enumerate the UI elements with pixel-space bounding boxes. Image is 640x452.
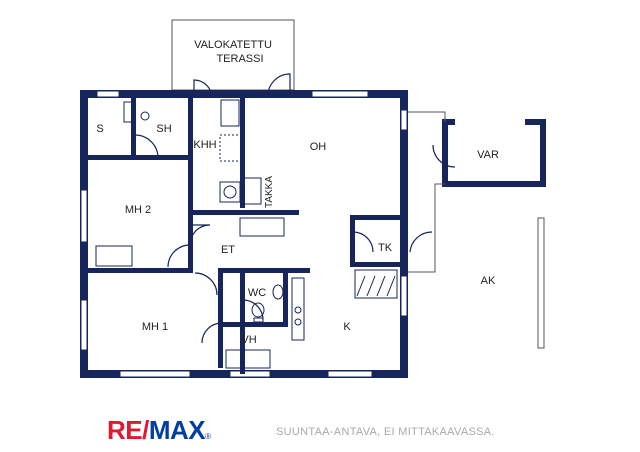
label-tk: TK <box>378 242 393 254</box>
yard-lines <box>408 111 545 349</box>
logo-registered: ® <box>205 432 211 441</box>
label-ak: AK <box>481 275 496 287</box>
fixtures <box>95 99 398 369</box>
label-terrace-1: VALOKATETTU <box>194 39 272 51</box>
doors <box>134 73 456 344</box>
label-et: ET <box>221 244 235 256</box>
label-wc: WC <box>248 287 266 299</box>
label-oh: OH <box>310 141 327 153</box>
label-mh2: MH 2 <box>125 204 151 216</box>
logo-max: MAX <box>148 415 206 445</box>
remax-logo: RE / MAX ® <box>107 415 211 445</box>
label-terrace-2: TERASSI <box>216 53 263 65</box>
label-var: VAR <box>477 149 499 161</box>
floor-plan: VALOKATETTU TERASSI S SH KHH OH TAKKA VA… <box>80 19 546 378</box>
label-mh1: MH 1 <box>142 321 168 333</box>
label-s: S <box>96 123 103 135</box>
label-k: K <box>343 321 351 333</box>
disclaimer-text: SUUNTAA-ANTAVA, EI MITTAKAAVASSA. <box>276 426 495 438</box>
logo-slash: / <box>142 415 149 445</box>
logo-re: RE <box>107 415 143 445</box>
storage-building <box>442 119 546 187</box>
windows <box>80 90 408 378</box>
label-vh: VH <box>241 334 256 346</box>
label-khh: KHH <box>193 139 216 151</box>
label-takka: TAKKA <box>264 176 275 208</box>
label-sh: SH <box>156 123 171 135</box>
